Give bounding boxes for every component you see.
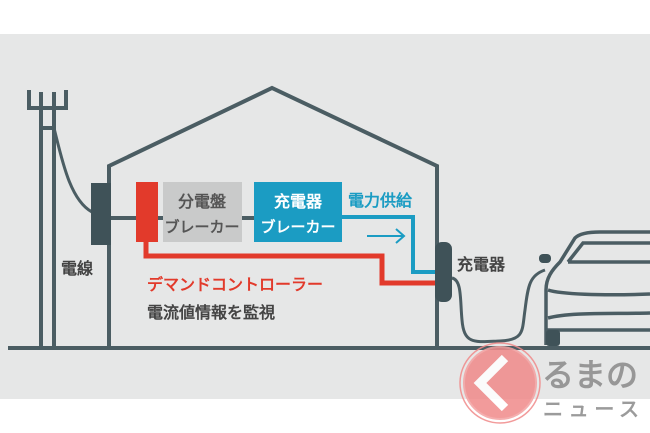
charger-unit (435, 242, 452, 302)
charger-breaker-label-2: ブレーカー (260, 218, 335, 236)
distribution-board-box (163, 182, 242, 242)
charger-breaker-box (254, 182, 342, 242)
monitor-current-label: 電流値情報を監視 (147, 303, 275, 322)
demand-controller-label: デマンドコントローラー (147, 275, 323, 294)
power-line-label: 電線 (61, 259, 93, 278)
utility-pole-icon (27, 90, 68, 347)
meter-box (91, 183, 111, 245)
power-supply-label: 電力供給 (348, 191, 413, 210)
power-wire (52, 127, 93, 214)
charger-label: 充電器 (457, 255, 506, 274)
demand-control-line (143, 242, 437, 286)
car-mirror (539, 254, 551, 263)
distribution-board-label-1: 分電盤 (178, 192, 227, 211)
distribution-board-label-2: ブレーカー (164, 218, 239, 236)
charging-cable (451, 268, 546, 344)
supply-line (342, 215, 437, 274)
arrow-right-icon (367, 228, 406, 244)
charger-breaker-label-1: 充電器 (274, 192, 323, 211)
demand-controller-box (136, 182, 158, 242)
logo-text-line1: るまの (542, 356, 638, 394)
car-icon (544, 230, 650, 346)
